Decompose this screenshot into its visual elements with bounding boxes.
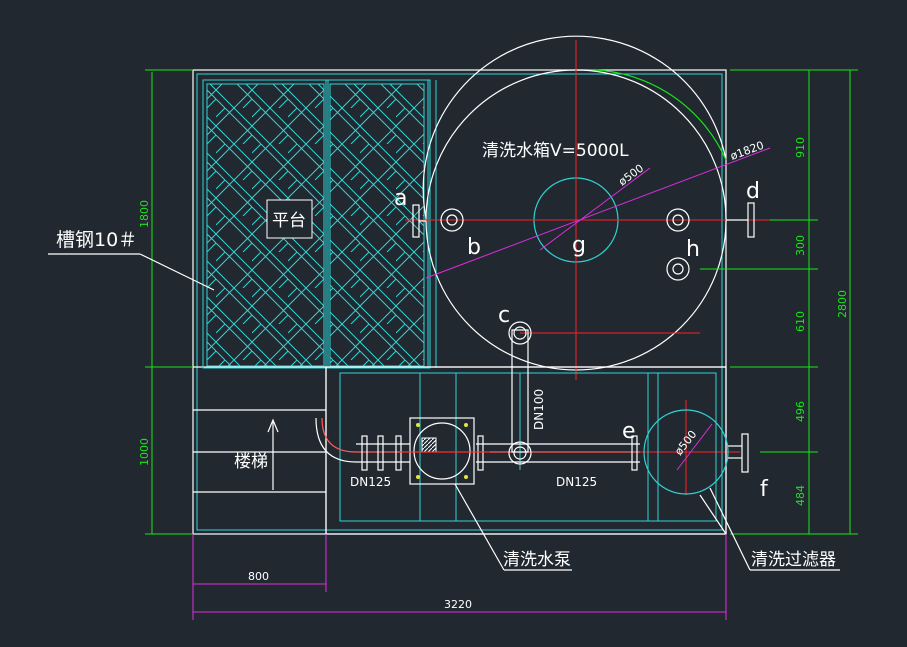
dim-910: 910 xyxy=(794,137,807,158)
platform-label-box: 平台 xyxy=(266,199,313,239)
pump xyxy=(400,417,490,485)
dia-center: ø500 xyxy=(616,162,646,189)
point-b: b xyxy=(467,235,481,260)
dia-tank: ø1820 xyxy=(729,139,766,163)
stairs-label: 楼梯 xyxy=(234,452,268,472)
tank-label: 清洗水箱V=5000L xyxy=(482,141,629,161)
channel-label: 槽钢10＃ xyxy=(56,229,137,251)
dims-left xyxy=(145,69,193,535)
point-f: f xyxy=(760,477,769,502)
pipe-dn100: DN100 xyxy=(532,389,546,430)
point-e: e xyxy=(622,419,636,444)
pipe-dn125-right: DN125 xyxy=(556,475,597,489)
filter xyxy=(643,409,749,495)
dim-610: 610 xyxy=(794,311,807,332)
dia-filter: ø500 xyxy=(672,428,699,458)
water-tank xyxy=(422,35,727,371)
dim-1000: 1000 xyxy=(138,438,151,466)
centerlines xyxy=(405,40,770,495)
filter-label: 清洗过滤器 xyxy=(751,550,836,570)
dim-484: 484 xyxy=(794,485,807,506)
stairs: 楼梯 xyxy=(193,409,326,493)
nozzles xyxy=(412,202,780,281)
equipment-frame xyxy=(325,366,727,535)
dim-2800: 2800 xyxy=(836,290,849,318)
dims-bottom xyxy=(192,534,727,620)
dim-3220: 3220 xyxy=(444,598,472,611)
platform-hatch xyxy=(202,79,437,369)
platform-label: 平台 xyxy=(272,211,306,231)
point-h: h xyxy=(686,237,700,262)
dim-496: 496 xyxy=(794,401,807,422)
pump-label: 清洗水泵 xyxy=(503,550,571,570)
dim-1800: 1800 xyxy=(138,200,151,228)
point-a: a xyxy=(394,186,407,211)
point-d: d xyxy=(746,179,760,204)
label-leaders xyxy=(48,253,840,571)
diameter-leaders xyxy=(425,147,771,471)
dim-800: 800 xyxy=(248,570,269,583)
dims-right xyxy=(730,69,858,535)
dim-300: 300 xyxy=(794,235,807,256)
point-c: c xyxy=(498,303,510,328)
pipe-dn125-left: DN125 xyxy=(350,475,391,489)
point-g: g xyxy=(572,233,586,258)
